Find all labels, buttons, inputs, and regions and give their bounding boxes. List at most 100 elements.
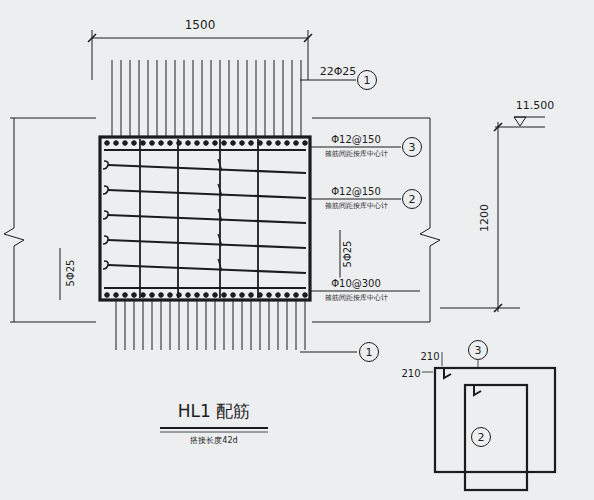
stirrup-leg: [139, 139, 141, 298]
bottom-bar: [260, 301, 261, 350]
rebar-dot: [213, 141, 218, 146]
side-bar: [108, 165, 306, 173]
tie-mark: [218, 259, 222, 271]
dimension-text: 1200: [479, 203, 491, 233]
bottom-bar: [161, 301, 162, 350]
leader: [300, 352, 357, 353]
rebar-dot: [267, 141, 272, 146]
break-line: [4, 118, 24, 322]
title-underline: [160, 427, 268, 429]
top-bar: [184, 60, 185, 136]
callout-circle: 2: [402, 189, 422, 209]
rebar-dot: [123, 141, 128, 146]
dim-line: [92, 38, 308, 39]
hook: [474, 385, 481, 395]
break-line: [420, 118, 440, 322]
tie-mark: [218, 159, 222, 171]
elevation-triangle: [514, 117, 526, 126]
bottom-bar: [242, 301, 243, 350]
rebar-repeats: [103, 60, 307, 350]
rebar-note: 箍筋间距按库中心计: [324, 151, 389, 159]
dim-line: [442, 352, 443, 366]
rebar-dot: [204, 293, 209, 298]
rebar-dot: [159, 141, 164, 146]
stirrup-2: [465, 385, 527, 490]
rebar-dot: [303, 141, 308, 146]
rebar-dot: [159, 293, 164, 298]
leader: [300, 80, 356, 81]
callout-number: 1: [364, 75, 371, 86]
rebar-dot: [204, 141, 209, 146]
rebar-dot: [123, 293, 128, 298]
bar-hook: [103, 236, 108, 244]
leader: [310, 291, 420, 292]
top-bar: [220, 60, 221, 136]
rebar-dot: [294, 293, 299, 298]
rebar-dot: [249, 141, 254, 146]
level-line: [440, 308, 520, 309]
side-bar: [108, 190, 306, 198]
side-bar: [108, 215, 306, 223]
rebar-note: 11.500: [515, 100, 556, 112]
dim-line: [498, 122, 499, 312]
top-bar: [229, 60, 230, 136]
leader: [60, 248, 61, 300]
top-bar: [139, 60, 140, 136]
top-bar: [175, 60, 176, 136]
callout-circle: 2: [471, 427, 491, 447]
callout-number: 1: [366, 347, 373, 358]
bottom-bar: [116, 301, 117, 350]
tie-bar-line: [104, 287, 306, 289]
top-bar: [265, 60, 266, 136]
elevation-line: [514, 117, 545, 118]
top-bar: [193, 60, 194, 136]
top-bar: [292, 60, 293, 136]
bottom-bar: [143, 301, 144, 350]
rebar-dot: [141, 141, 146, 146]
rebar-dot: [240, 293, 245, 298]
rebar-note: 22Φ25: [319, 66, 358, 78]
wall-line: [10, 322, 96, 323]
callout-number: 3: [409, 142, 416, 153]
rebar-note: Φ12@150: [330, 186, 382, 197]
tick: [494, 304, 502, 312]
top-bar: [112, 60, 113, 136]
rebar-dot: [231, 293, 236, 298]
top-bar: [166, 60, 167, 136]
bottom-bar: [287, 301, 288, 350]
top-bar: [148, 60, 149, 136]
rebar-dot: [186, 141, 191, 146]
bar-hook: [103, 161, 108, 169]
dim-line: [422, 372, 433, 373]
lap-length-note: 搭接长度42d: [190, 437, 237, 446]
rebar-dot: [285, 141, 290, 146]
callout-circle: 1: [359, 342, 379, 362]
rebar-dot: [168, 293, 173, 298]
rebar-dot: [195, 293, 200, 298]
leader: [478, 360, 479, 367]
callout-number: 3: [475, 345, 482, 356]
rebar-dot: [195, 141, 200, 146]
side-bar: [108, 265, 306, 273]
bottom-bar: [197, 301, 198, 350]
bottom-bar: [215, 301, 216, 350]
rebar-dot: [303, 293, 308, 298]
bottom-bar: [125, 301, 126, 350]
rebar-dot: [105, 141, 110, 146]
bottom-bar: [170, 301, 171, 350]
side-bar: [108, 240, 306, 248]
rebar-dot: [114, 141, 119, 146]
top-bar: [301, 60, 302, 136]
callout-circle: 3: [402, 137, 422, 157]
top-bar: [274, 60, 275, 136]
leader: [340, 230, 341, 280]
stirrup-3-line: [104, 149, 306, 151]
dimension-text: 210: [419, 351, 440, 362]
drawing-title: HL1 配筋: [178, 402, 250, 421]
top-bar: [130, 60, 131, 136]
bottom-bar: [269, 301, 270, 350]
rebar-dot: [132, 141, 137, 146]
rebar-dot: [150, 293, 155, 298]
